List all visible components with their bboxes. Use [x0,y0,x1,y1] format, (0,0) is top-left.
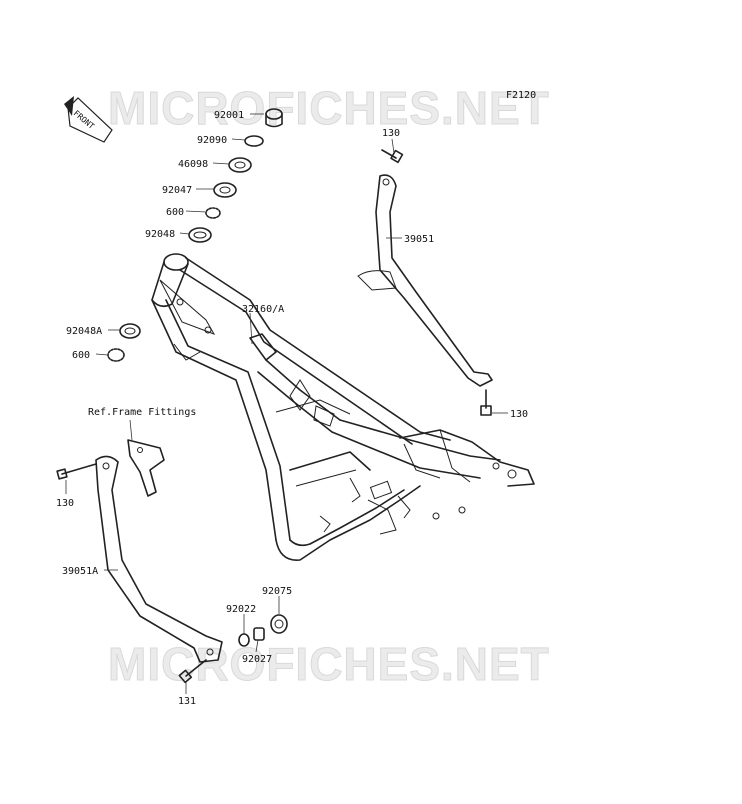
bolt-131 [178,659,207,684]
part-92048-seal [188,227,212,243]
front-arrow-icon: FRONT [64,96,113,143]
part-92075-damper [270,614,288,634]
part-92001-cap [265,108,283,128]
part-92047-bearing [213,182,237,198]
watermark-bottom: MICROFICHES.NET [108,638,550,690]
bracket-39051 [357,174,493,387]
main-frame-32160A [151,253,535,561]
callout-130-left: 130 [56,498,74,509]
callout-32160A: 32160/A [242,304,284,315]
callout-130-right: 130 [510,409,528,420]
callout-39051: 39051 [404,234,434,245]
callout-92022: 92022 [226,604,256,615]
bracket-39051A [95,455,223,663]
callout-600-top: 600 [166,207,184,218]
callout-92048A: 92048A [66,326,102,337]
part-600-ring-mid [107,348,125,362]
bolt-130-left [56,463,97,480]
callout-130-top: 130 [382,128,400,139]
part-600-ring-top [205,207,221,219]
part-92027-spacer [253,627,265,641]
callout-92075: 92075 [262,586,292,597]
figure-code: F2120 [506,90,536,101]
callout-92047: 92047 [162,185,192,196]
callout-92027: 92027 [242,654,272,665]
callout-600-mid: 600 [72,350,90,361]
callout-131: 131 [178,696,196,707]
ref-frame-fittings-note: Ref.Frame Fittings [88,407,196,418]
watermark-top: MICROFICHES.NET [108,82,550,134]
bolt-130-right [480,389,492,416]
callout-46098: 46098 [178,159,208,170]
ref-frame-fitting-bracket [127,439,165,497]
part-46098-ring [228,157,252,173]
callout-92090: 92090 [197,135,227,146]
part-92048A-seal [119,323,141,339]
callout-39051A: 39051A [62,566,98,577]
part-92090-washer [244,135,264,147]
bolt-130-top [381,149,404,164]
callout-92048: 92048 [145,229,175,240]
callout-92001: 92001 [214,110,244,121]
